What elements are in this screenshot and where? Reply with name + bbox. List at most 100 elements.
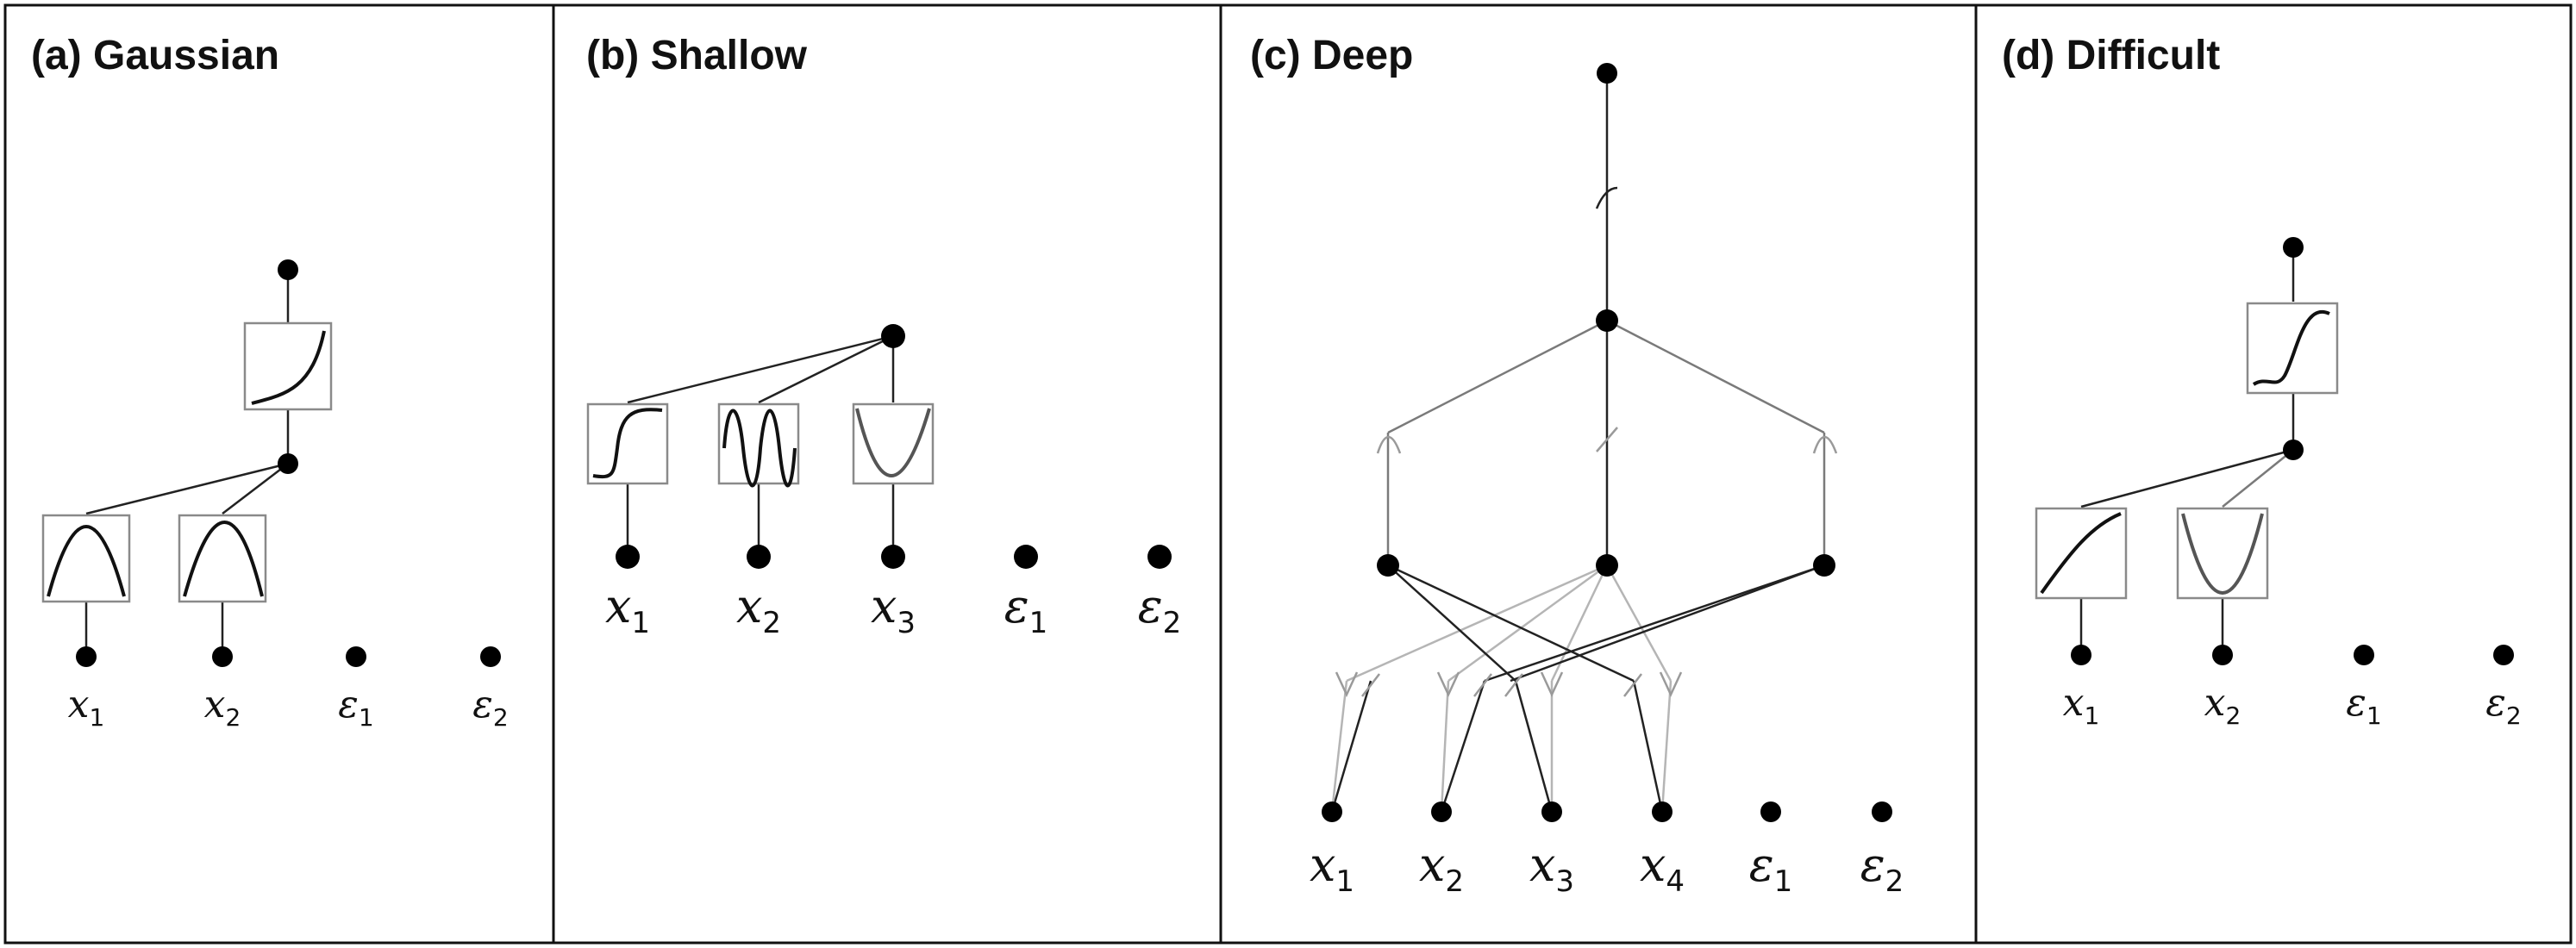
hidden-node: [278, 453, 298, 474]
input-node-x2: [212, 646, 233, 667]
noise-node-e2: [2493, 645, 2514, 665]
label-x3: x3: [1529, 838, 1574, 899]
output-node: [1597, 63, 1617, 84]
mini-function-glyph: [1473, 673, 1492, 697]
function-box-warp: [243, 321, 333, 411]
noise-node-e2: [480, 646, 501, 667]
mini-function-glyph: [1361, 673, 1380, 697]
edge: [1605, 564, 1673, 682]
hidden-node: [1596, 309, 1618, 332]
input-node-x1: [76, 646, 97, 667]
panel-c-title: (c) Deep: [1250, 33, 1413, 78]
panel-d-title: (d) Difficult: [2002, 33, 2220, 78]
function-box-bump-2: [178, 514, 267, 603]
edge: [1330, 680, 1348, 813]
noise-node-e2: [1147, 545, 1172, 569]
edge: [1330, 680, 1372, 813]
edge: [2080, 448, 2294, 508]
label-x2: x2: [204, 683, 241, 732]
noise-node-e1: [2354, 645, 2374, 665]
mini-function-glyph: [1812, 435, 1838, 454]
edge: [627, 334, 894, 404]
mini-function-glyph: [1623, 673, 1642, 697]
input-node-x1: [1322, 801, 1342, 822]
panel-c-frame: [1219, 3, 1978, 945]
input-node-x4: [1652, 801, 1673, 822]
output-node: [881, 324, 905, 348]
panel-b-title: (b) Shallow: [586, 33, 808, 78]
label-e2: ε2: [1860, 838, 1904, 899]
output-node: [2283, 237, 2304, 258]
mini-function-glyph: [1596, 427, 1618, 452]
panel-d-frame: [1974, 3, 2573, 945]
input-node-x2: [1431, 801, 1452, 822]
function-box-concave: [2035, 507, 2128, 600]
label-x3: x3: [871, 579, 916, 640]
function-box-sigmoid: [586, 402, 669, 485]
mini-function-glyph: [1540, 671, 1564, 697]
hidden-node: [1377, 554, 1399, 577]
panel-b: (b) Shallow x1 x2 x3 ε1 ε2: [552, 3, 1222, 945]
edge: [2222, 449, 2294, 508]
noise-node-e2: [1872, 801, 1892, 822]
label-x1: x1: [605, 579, 650, 640]
edge: [1447, 564, 1608, 683]
output-node: [278, 259, 298, 280]
function-box-valley: [852, 402, 935, 485]
label-x1: x1: [2063, 681, 2100, 730]
edge: [1387, 319, 1608, 434]
edge: [1514, 680, 1554, 813]
hidden-node: [2283, 440, 2304, 460]
edge: [85, 462, 289, 515]
noise-node-e1: [1014, 545, 1038, 569]
panel-a-title: (a) Gaussian: [31, 33, 279, 78]
edge: [1510, 564, 1825, 683]
label-e2: ε2: [1138, 579, 1182, 640]
label-x1: x1: [68, 683, 105, 732]
label-x2: x2: [736, 579, 781, 640]
edge: [1660, 680, 1673, 813]
input-node-x3: [1541, 801, 1562, 822]
label-e1: ε1: [2346, 681, 2381, 730]
input-node-x2: [747, 545, 771, 569]
edge: [1346, 564, 1608, 683]
mini-function-glyph: [1335, 671, 1359, 697]
mini-function-glyph: [1436, 671, 1460, 697]
label-e1: ε1: [1004, 579, 1048, 640]
function-box-bump-1: [41, 514, 131, 603]
panel-c: (c) Deep: [1219, 3, 1978, 945]
label-x2: x2: [2204, 681, 2241, 730]
label-e2: ε2: [2485, 681, 2521, 730]
edge: [1484, 564, 1825, 683]
mini-function-glyph: [1504, 673, 1523, 697]
label-e2: ε2: [472, 683, 508, 732]
input-node-x1: [616, 545, 640, 569]
noise-node-e1: [346, 646, 366, 667]
input-node-x2: [2212, 645, 2233, 665]
function-box-s-curve: [2246, 302, 2339, 395]
edge: [222, 463, 289, 515]
input-node-x3: [881, 545, 905, 569]
panel-a: (a) Gaussian x1 x2 ε1 ε2: [3, 3, 555, 945]
function-box-oscillation: [717, 402, 800, 488]
panel-d: (d) Difficult x1 x2 ε1 ε2: [1974, 3, 2573, 945]
hidden-node: [1596, 554, 1618, 577]
noise-node-e1: [1760, 801, 1781, 822]
panel-a-frame: [3, 3, 555, 945]
hidden-node: [1813, 554, 1835, 577]
edge: [1387, 564, 1516, 682]
edge: [1606, 319, 1825, 434]
label-x1: x1: [1310, 838, 1354, 899]
mini-function-glyph: [1376, 435, 1402, 454]
label-x4: x4: [1640, 838, 1685, 899]
edge: [758, 334, 894, 404]
label-e1: ε1: [338, 683, 373, 732]
mini-function-glyph: [1595, 186, 1618, 209]
label-x2: x2: [1419, 838, 1464, 899]
function-box-dip: [2176, 507, 2269, 600]
edge: [1387, 564, 1635, 683]
edge: [1632, 680, 1664, 813]
mini-function-glyph: [1659, 671, 1683, 697]
